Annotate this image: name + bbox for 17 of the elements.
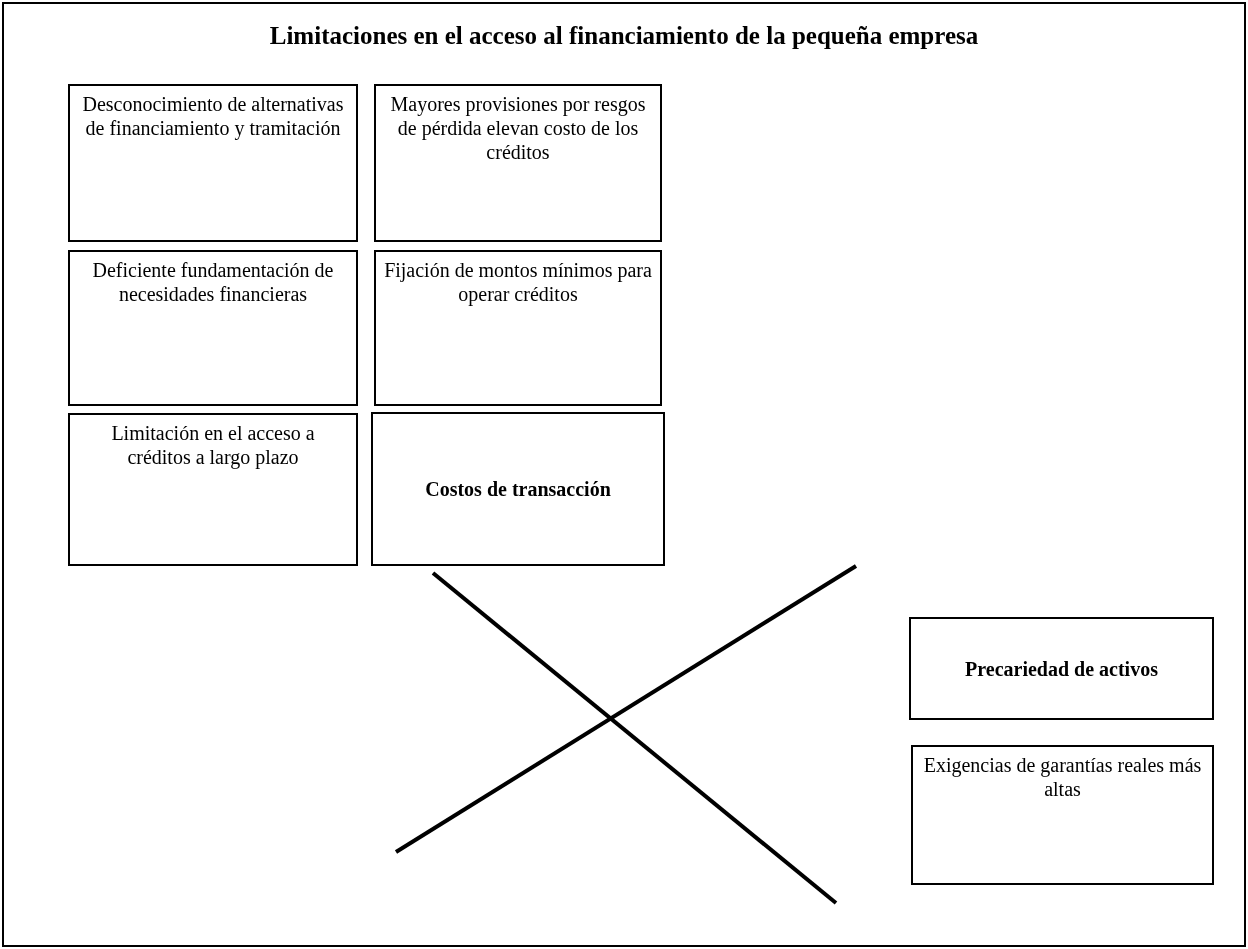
diagram-title: Limitaciones en el acceso al financiamiento de la pequeña empresa	[268, 22, 980, 50]
text-box	[371, 412, 665, 566]
text-box	[68, 84, 358, 242]
box-text: Precariedad de activos	[964, 656, 1159, 681]
box-text: Exigencias de garantías reales más altas	[922, 753, 1203, 801]
box-text: Fijación de montos mínimos para operar créditos	[384, 258, 652, 306]
text-box	[374, 250, 662, 406]
box-text: Deficiente fundamentación de necesidades financieras	[91, 258, 335, 306]
text-box	[68, 413, 358, 566]
text-box	[68, 250, 358, 406]
box-text: Limitación en el acceso a créditos a largo plazo	[110, 421, 316, 469]
box-text: Mayores provisiones por resgos de pérdida elevan costo de los créditos	[389, 92, 647, 164]
text-box	[911, 745, 1214, 885]
text-box	[909, 617, 1214, 720]
box-text: Costos de transacción	[424, 477, 612, 501]
text-box	[374, 84, 662, 242]
box-text: Desconocimiento de alternativas de financiamiento y tramitación	[81, 92, 345, 140]
